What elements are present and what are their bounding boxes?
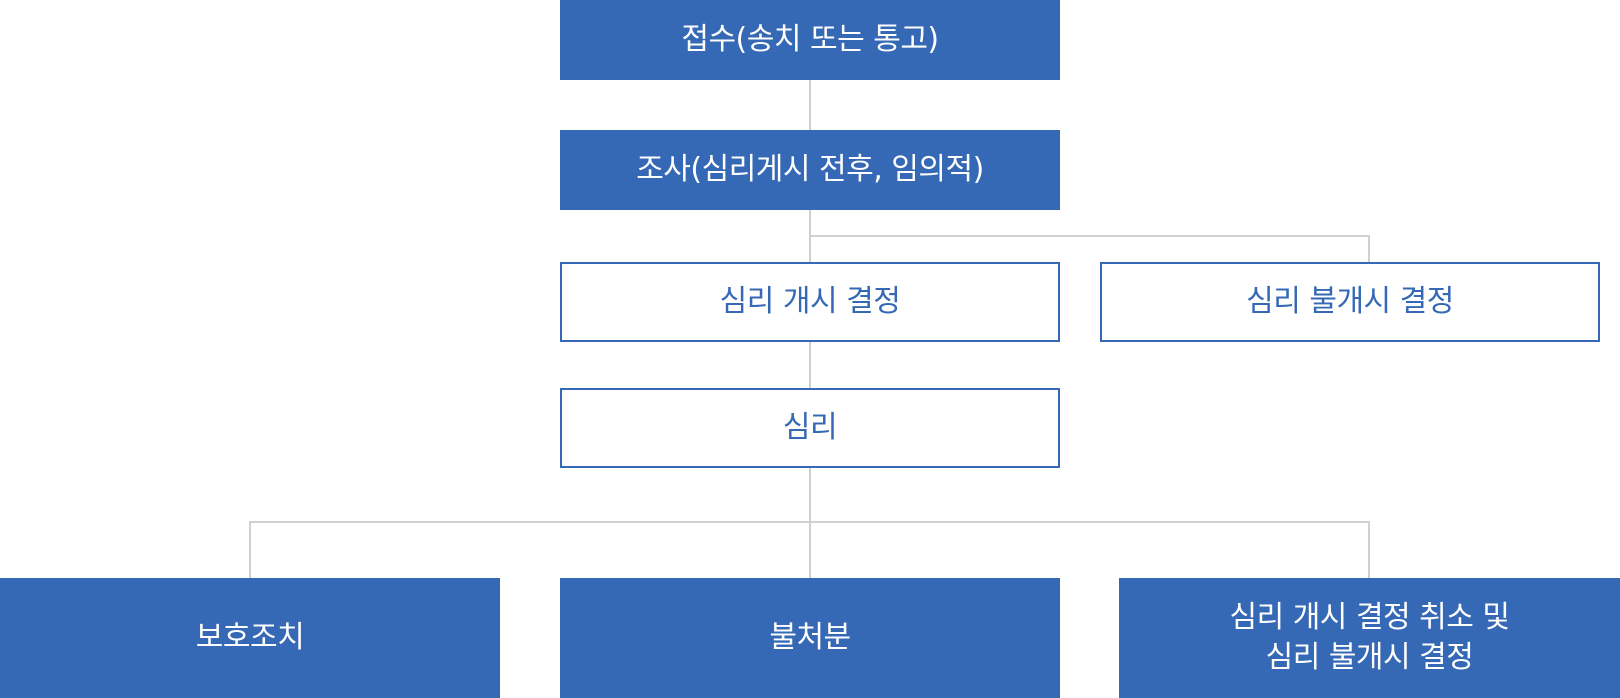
node-no-disposition: 불처분 <box>560 578 1060 698</box>
node-no-disposition-label: 불처분 <box>769 620 851 655</box>
node-hearing-not-open-decision-label: 심리 불개시 결정 <box>1246 284 1454 319</box>
node-protective-measures-label: 보호조치 <box>195 620 305 655</box>
connector-outcome-bar <box>249 521 1370 578</box>
node-hearing-open-decision-label: 심리 개시 결정 <box>719 284 901 319</box>
node-investigation: 조사(심리게시 전후, 임의적) <box>560 130 1060 210</box>
node-cancel-decision: 심리 개시 결정 취소 및 심리 불개시 결정 <box>1119 578 1620 698</box>
node-cancel-decision-label: 심리 개시 결정 취소 및 심리 불개시 결정 <box>1229 600 1510 675</box>
node-intake-label: 접수(송치 또는 통고) <box>681 22 939 57</box>
node-protective-measures: 보호조치 <box>0 578 500 698</box>
node-intake: 접수(송치 또는 통고) <box>560 0 1060 80</box>
node-hearing-not-open-decision: 심리 불개시 결정 <box>1100 262 1600 342</box>
connector-branch-to-not-open <box>810 235 1370 262</box>
node-hearing-label: 심리 <box>782 410 838 445</box>
node-hearing-open-decision: 심리 개시 결정 <box>560 262 1060 342</box>
node-hearing: 심리 <box>560 388 1060 468</box>
node-investigation-label: 조사(심리게시 전후, 임의적) <box>636 152 984 187</box>
